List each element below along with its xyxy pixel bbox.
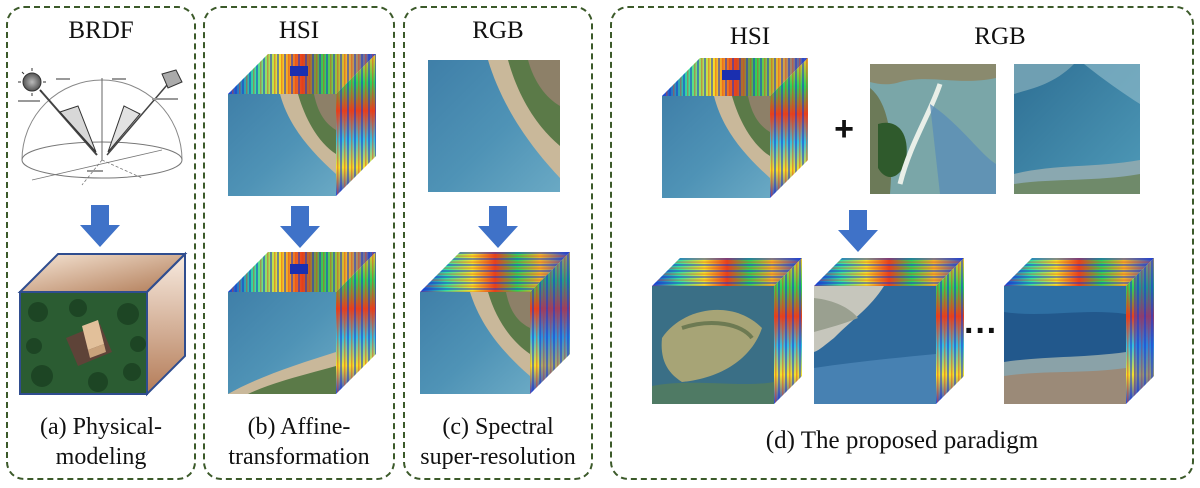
- rgb-image-c: [428, 60, 560, 192]
- hsi-cube-d-output-1: [652, 258, 802, 404]
- panel-c-title: RGB: [472, 17, 524, 44]
- panel-d-title-rgb: RGB: [974, 23, 1026, 50]
- panel-b-caption-line1: (b) Affine-: [247, 414, 351, 440]
- panel-a-caption-line2: modeling: [55, 444, 147, 470]
- hsi-cube-d-output-2: [814, 258, 964, 404]
- panel-c-caption-line2: super-resolution: [420, 444, 576, 470]
- hsi-cube-b-bottom: [228, 252, 376, 394]
- plus-sign: +: [834, 110, 854, 148]
- panel-d-caption: (d) The proposed paradigm: [765, 427, 1039, 454]
- ellipsis: ···: [964, 312, 998, 350]
- hsi-cube-d-output-3: [1004, 258, 1154, 404]
- panel-d-title-hsi: HSI: [729, 23, 771, 50]
- hsi-cube-b-top: [228, 54, 376, 196]
- panel-a-title: BRDF: [68, 17, 134, 44]
- arrow-down-a: [80, 205, 120, 247]
- rgb-image-d-coast: [1014, 64, 1140, 194]
- rgb-image-d-estuary: [870, 64, 996, 194]
- arrow-down-b: [280, 206, 320, 248]
- brdf-diagram: [18, 68, 183, 186]
- arrow-down-d: [838, 210, 878, 252]
- arrow-down-c: [478, 206, 518, 248]
- panel-proposed-paradigm: [610, 6, 1194, 480]
- panel-c-caption-line1: (c) Spectral: [442, 414, 554, 440]
- panel-spectral-super-resolution: [403, 6, 593, 480]
- brdf-3d-scene: [17, 251, 188, 397]
- panel-b-title: HSI: [278, 17, 320, 44]
- hsi-cube-c-output: [420, 252, 570, 394]
- panel-b-caption-line2: transformation: [228, 444, 370, 470]
- panel-affine-transformation: [203, 6, 395, 480]
- panel-a-caption-line1: (a) Physical-: [40, 414, 162, 440]
- hsi-cube-d-input: [662, 58, 808, 198]
- panel-physical-modeling: [6, 6, 196, 480]
